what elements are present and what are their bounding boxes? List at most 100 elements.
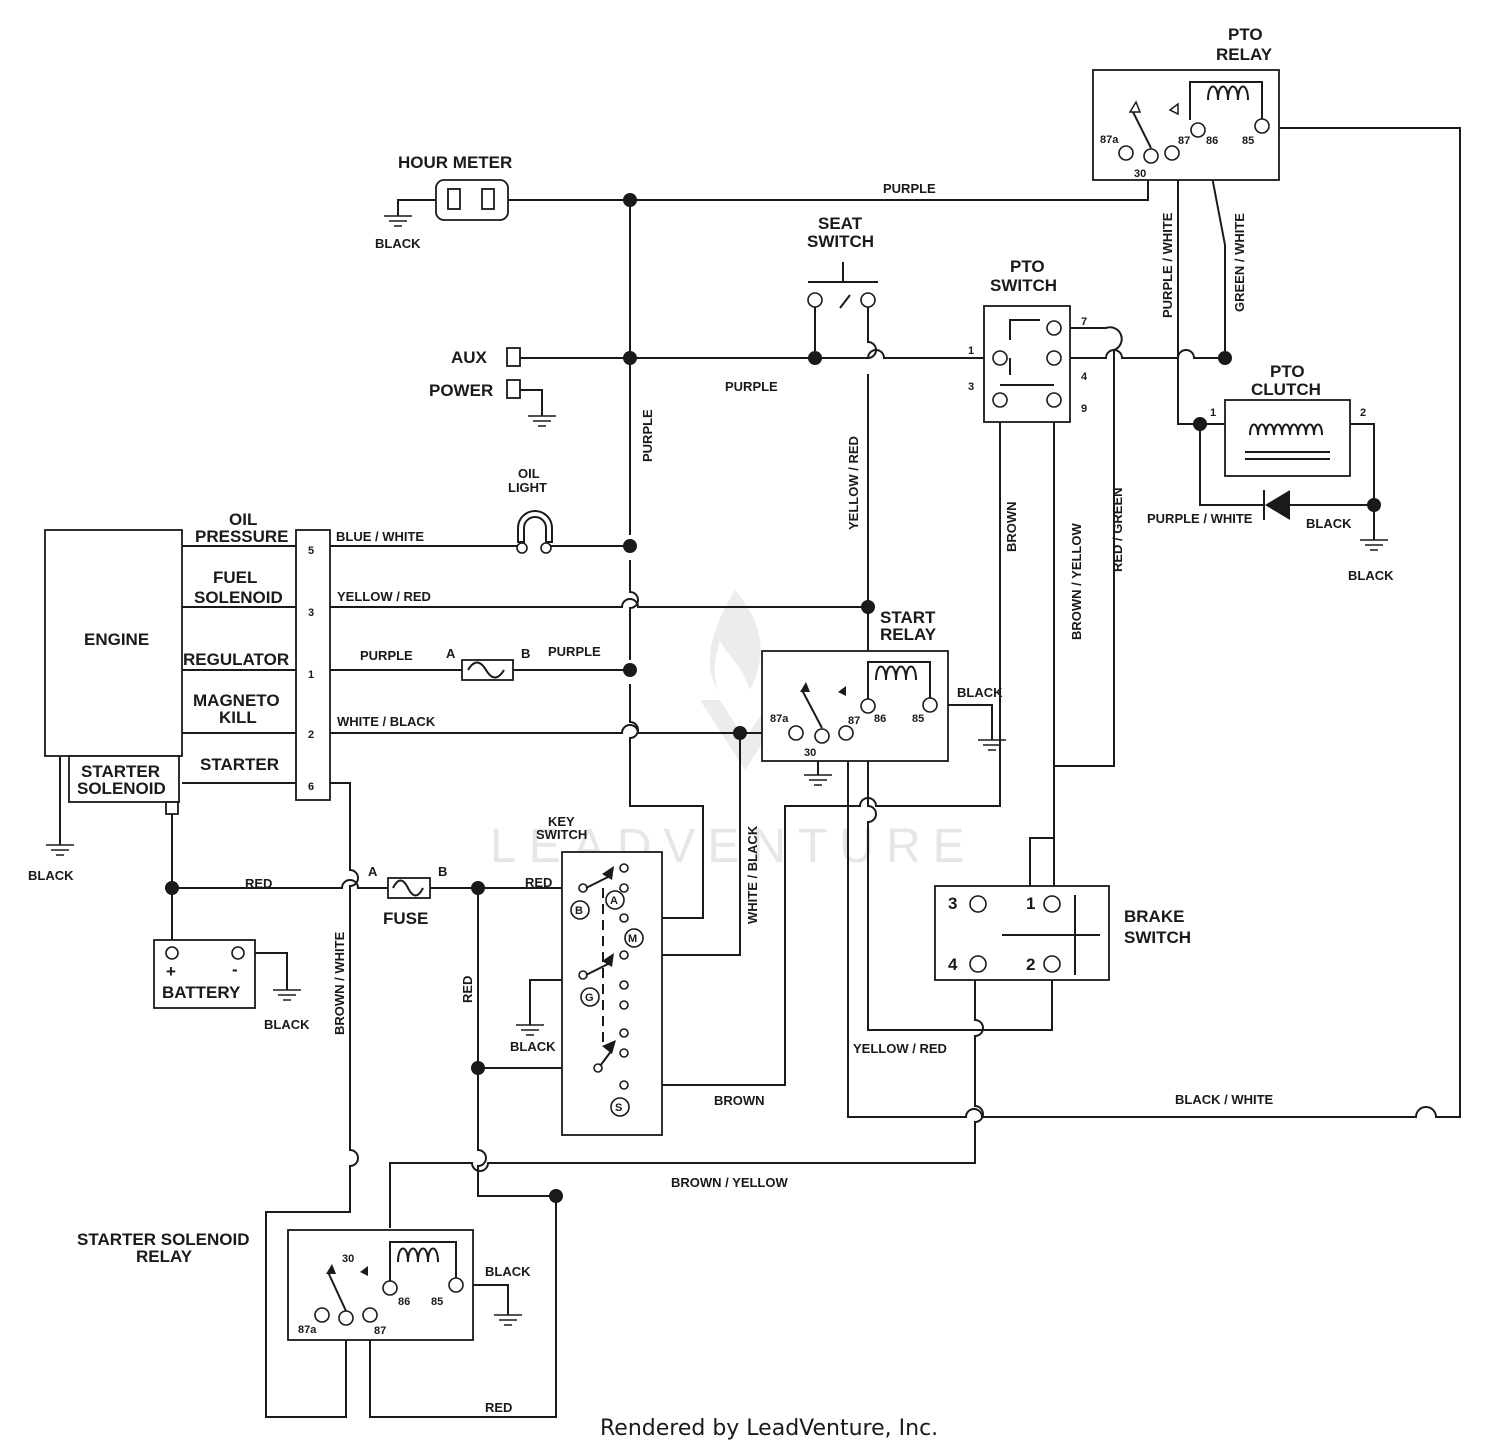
seat-switch-label-1: SEAT <box>818 214 863 233</box>
wire-label-black: BLACK <box>375 236 421 251</box>
wire-label-brown-white-v: BROWN / WHITE <box>332 931 347 1035</box>
wire-label-white-black-v: WHITE / BLACK <box>745 825 760 924</box>
start-relay-pin-86: 86 <box>874 713 886 725</box>
pto-relay: 87a 30 87 86 85 PTO RELAY <box>1092 25 1280 181</box>
battery-label: BATTERY <box>162 983 241 1002</box>
key-switch-pos-a: A <box>610 895 618 907</box>
battery-plus: + <box>166 962 176 981</box>
key-switch-label-1: KEY <box>548 814 575 829</box>
pto-relay-pin-85: 85 <box>1242 135 1254 147</box>
pto-relay-pin-30: 30 <box>1134 168 1146 180</box>
ss-relay-pin-30: 30 <box>342 1253 354 1265</box>
wire-label-red-v: RED <box>460 976 475 1003</box>
connector-pin-3: 3 <box>308 607 314 619</box>
ss-relay-label-2: RELAY <box>136 1247 193 1266</box>
junction-dots <box>165 193 1381 1203</box>
pto-switch-pin-9: 9 <box>1081 403 1087 415</box>
power-label: POWER <box>429 381 493 400</box>
wire-label-purple-reg-1: PURPLE <box>360 648 413 663</box>
wire-labels: PURPLE PURPLE BLUE / WHITE YELLOW / RED … <box>28 181 1394 1415</box>
brake-switch-pin-2: 2 <box>1026 955 1035 974</box>
pto-switch: 1 3 7 4 9 PTO SWITCH <box>968 257 1088 423</box>
magneto-kill-label-2: KILL <box>219 708 257 727</box>
wire-label-brown-v: BROWN <box>1004 501 1019 552</box>
brake-switch-pin-4: 4 <box>948 955 958 974</box>
wire-label-red-green-v: RED / GREEN <box>1110 487 1125 572</box>
connector-pin-2: 2 <box>308 729 314 741</box>
fuel-solenoid-label-1: FUEL <box>213 568 257 587</box>
key-switch-pos-b: B <box>575 905 583 917</box>
key-switch-pos-g: G <box>585 992 594 1004</box>
ss-relay-pin-87a: 87a <box>298 1324 317 1336</box>
pto-clutch-label-1: PTO <box>1270 362 1305 381</box>
connector-pin-1: 1 <box>308 669 314 681</box>
start-relay-pin-30: 30 <box>804 747 816 759</box>
ss-relay-label-1: STARTER SOLENOID <box>77 1230 250 1249</box>
wire-label-black-key: BLACK <box>510 1039 556 1054</box>
start-relay-label-1: START <box>880 608 936 627</box>
regulator-fuse-end-b: B <box>521 646 530 661</box>
brake-switch-pin-1: 1 <box>1026 894 1035 913</box>
battery: + - BATTERY <box>153 939 256 1009</box>
main-fuse: A B FUSE <box>368 864 447 928</box>
pto-relay-pin-87: 87 <box>1178 135 1190 147</box>
starter-label: STARTER <box>200 755 279 774</box>
start-relay: 87a 30 87 86 85 START RELAY <box>761 608 949 762</box>
ss-relay-pin-85: 85 <box>431 1296 443 1308</box>
starter-solenoid-label-1: STARTER <box>81 762 160 781</box>
footer-credit: Rendered by LeadVenture, Inc. <box>600 1416 938 1441</box>
pto-switch-pin-7: 7 <box>1081 316 1087 328</box>
wire-label-red-bottom: RED <box>485 1400 512 1415</box>
brake-switch: 3 1 4 2 BRAKE SWITCH <box>934 885 1191 981</box>
wire-label-brown-h: BROWN <box>714 1093 765 1108</box>
oil-pressure-label-1: OIL <box>229 510 257 529</box>
pto-switch-pin-3: 3 <box>968 381 974 393</box>
key-switch-pos-m: M <box>628 933 637 945</box>
battery-minus: - <box>232 960 238 979</box>
main-fuse-end-b: B <box>438 864 447 879</box>
pto-switch-pin-1: 1 <box>968 345 974 357</box>
engine: ENGINE OIL PRESSURE FUEL SOLENOID REGULA… <box>44 510 296 784</box>
start-relay-pin-87a: 87a <box>770 713 789 725</box>
pto-relay-pin-87a: 87a <box>1100 134 1119 146</box>
wire-label-purple-white-v: PURPLE / WHITE <box>1160 212 1175 318</box>
connector-pin-5: 5 <box>308 545 314 557</box>
key-switch-label-2: SWITCH <box>536 827 587 842</box>
wire-label-red-1: RED <box>245 876 272 891</box>
wire-label-red-2: RED <box>525 875 552 890</box>
starter-solenoid: STARTER SOLENOID <box>68 755 180 815</box>
fuse-label: FUSE <box>383 909 428 928</box>
wire-label-black-battery: BLACK <box>264 1017 310 1032</box>
start-relay-pin-87: 87 <box>848 715 860 727</box>
wire-label-black-clutch-gnd: BLACK <box>1348 568 1394 583</box>
connector-pin-6: 6 <box>308 781 314 793</box>
starter-solenoid-relay: 87a 30 87 86 85 STARTER SOLENOID RELAY <box>77 1229 474 1341</box>
wire-label-purple-reg-2: PURPLE <box>548 644 601 659</box>
wire-label-brown-yellow-h: BROWN / YELLOW <box>671 1175 788 1190</box>
fuel-solenoid-label-2: SOLENOID <box>194 588 283 607</box>
wire-label-blue-white: BLUE / WHITE <box>336 529 424 544</box>
pto-relay-label-1: PTO <box>1228 25 1263 44</box>
wire-label-white-black-h: WHITE / BLACK <box>337 714 436 729</box>
oil-pressure-label-2: PRESSURE <box>195 527 289 546</box>
engine-label: ENGINE <box>84 630 149 649</box>
regulator-fuse: A B <box>446 646 530 681</box>
wire-label-black-start: BLACK <box>957 685 1003 700</box>
start-relay-label-2: RELAY <box>880 625 937 644</box>
pto-relay-pin-86: 86 <box>1206 135 1218 147</box>
pto-clutch-pin-1: 1 <box>1210 407 1216 419</box>
wire-label-green-white-v: GREEN / WHITE <box>1232 213 1247 312</box>
wire-label-brown-yellow-v: BROWN / YELLOW <box>1069 523 1084 640</box>
wire-label-black-ss: BLACK <box>485 1264 531 1279</box>
ground-symbols <box>46 215 1388 1326</box>
pto-clutch-label-2: CLUTCH <box>1251 380 1321 399</box>
hour-meter: HOUR METER BLACK <box>375 153 512 251</box>
regulator-label: REGULATOR <box>183 650 289 669</box>
start-relay-pin-85: 85 <box>912 713 924 725</box>
pto-switch-label-2: SWITCH <box>990 276 1057 295</box>
starter-solenoid-label-2: SOLENOID <box>77 779 166 798</box>
wire-label-yellow-red-h: YELLOW / RED <box>337 589 431 604</box>
hour-meter-label: HOUR METER <box>398 153 512 172</box>
magneto-kill-label-1: MAGNETO <box>193 691 280 710</box>
